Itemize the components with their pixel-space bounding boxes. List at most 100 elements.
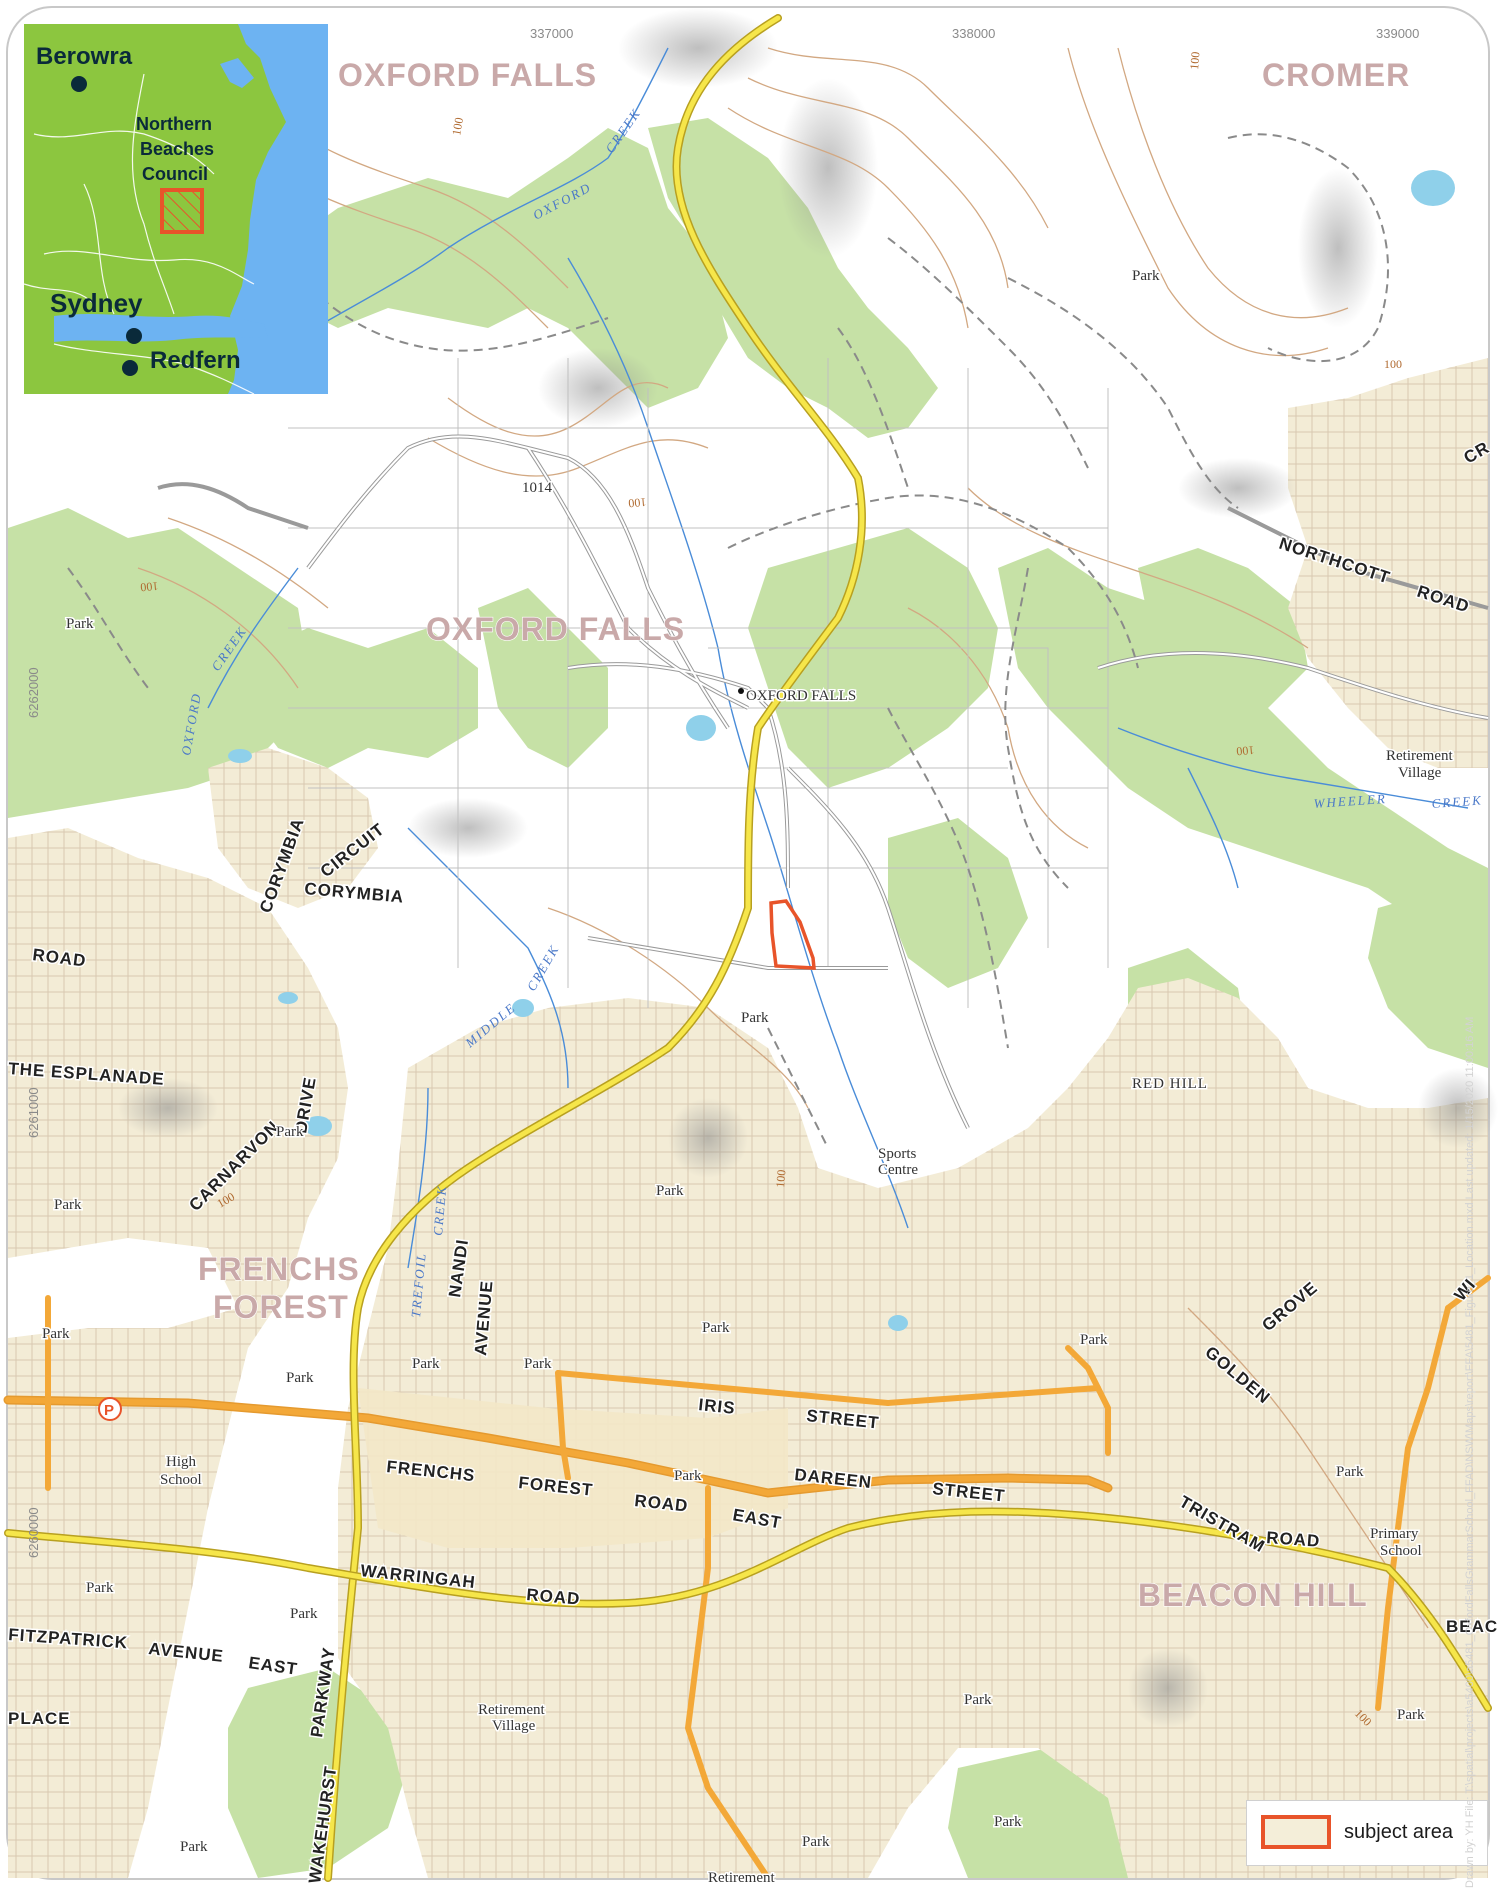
feature-label-school-2: School [1380, 1543, 1422, 1559]
inset-label-northern: Northern [136, 114, 212, 134]
inset-sydney-dot [126, 328, 142, 344]
parking-symbol: P [98, 1397, 122, 1421]
grid-label-left-1: 6262000 [26, 667, 41, 718]
feature-label-centre: Centre [878, 1162, 918, 1178]
feature-label-park-14: Park [1336, 1464, 1364, 1480]
feature-label-sports: Sports [878, 1146, 917, 1162]
contour-label-4: 100 [628, 495, 647, 511]
inset-label-sydney: Sydney [50, 288, 143, 318]
contour-label-3: 100 [1384, 357, 1402, 371]
feature-label-park-4: Park [276, 1124, 304, 1140]
contour-label-1: 100 [449, 116, 466, 136]
place-label-cromer: CROMER [1262, 57, 1410, 93]
legend-label: subject area [1344, 1821, 1453, 1843]
road-label-tristram-road: ROAD [1266, 1528, 1321, 1551]
inset-subject-marker [160, 188, 204, 234]
inset-label-beaches: Beaches [140, 139, 214, 159]
feature-label-park-8: Park [286, 1370, 314, 1386]
file-credit: Drawn by: YH File: T:\spatial\projects\a… [1464, 828, 1484, 1888]
property-boundaries [288, 358, 1109, 1008]
grid-label-top-3: 339000 [1376, 26, 1419, 41]
subject-area-swatch [1261, 1815, 1331, 1849]
feature-label-park-12: Park [674, 1468, 702, 1484]
grid-labels: 337000 338000 339000 6262000 6261000 626… [26, 26, 1419, 1558]
feature-label-park-18: Park [1397, 1707, 1425, 1723]
creek-lines [207, 47, 1469, 1269]
feature-label-retirement-2: Retirement [478, 1702, 545, 1718]
feature-label-park-17: Park [964, 1692, 992, 1708]
inset-redfern-dot [122, 360, 138, 376]
feature-label-park-2: Park [66, 616, 94, 632]
feature-label-retirement-3: Retirement [708, 1870, 775, 1886]
creek-label-wheeler: WHEELER [1313, 791, 1387, 811]
road-label-fitzpatrick-east: EAST [247, 1653, 299, 1679]
road-label-warringah-road: ROAD [526, 1585, 582, 1609]
feature-label-park-20: Park [802, 1834, 830, 1850]
subject-area-boundary[interactable] [769, 899, 816, 970]
place-label-oxford-falls-north: OXFORD FALLS [338, 57, 597, 93]
map-legend: subject area [1246, 1800, 1488, 1866]
grid-label-left-3: 6260000 [26, 1507, 41, 1558]
road-label-corymbia-circuit: CORYMBIA [304, 879, 405, 907]
grid-label-top-2: 338000 [952, 26, 995, 41]
inset-berowra-dot [71, 76, 87, 92]
inset-label-council: Council [142, 164, 208, 184]
feature-label-oxford-falls-locality: OXFORD FALLS [746, 688, 856, 704]
inset-harbour [54, 314, 268, 342]
feature-label-park-10: Park [524, 1356, 552, 1372]
inset-label-berowra: Berowra [36, 43, 133, 70]
feature-label-park-9: Park [412, 1356, 440, 1372]
feature-label-spot-height: 1014 [522, 480, 553, 496]
feature-label-park-16: Park [290, 1606, 318, 1622]
inset-inlet [220, 58, 254, 88]
creek-label-trefoil-creek: CREEK [430, 1184, 449, 1236]
inset-locator-map[interactable]: Berowra Northern Beaches Council Sydney … [23, 24, 328, 395]
feature-label-park-5: Park [54, 1197, 82, 1213]
feature-label-village-2: Village [492, 1718, 536, 1734]
feature-label-high: High [166, 1454, 197, 1470]
contour-label-2: 100 [1187, 51, 1203, 70]
inset-label-redfern: Redfern [150, 347, 241, 374]
road-label-place: PLACE [8, 1709, 71, 1728]
place-labels: OXFORD FALLS CROMER OXFORD FALLS FRENCHS… [197, 56, 1410, 1613]
feature-label-park-19: Park [994, 1814, 1022, 1830]
highways [4, 14, 1492, 1882]
creek-label-trefoil: TREFOIL [408, 1251, 429, 1318]
file-credit-text: Drawn by: YH File: T:\spatial\projects\a… [1464, 1016, 1476, 1888]
road-label-iris: IRIS [698, 1395, 737, 1418]
contour-label-5: 100 [140, 579, 159, 595]
feature-label-primary: Primary [1370, 1526, 1419, 1542]
feature-label-park-15: Park [86, 1580, 114, 1596]
parking-letter: P [104, 1402, 114, 1419]
creek-label-wheeler-creek: CREEK [1431, 792, 1483, 811]
local-roads-inner [307, 435, 1489, 1129]
feature-label-village: Village [1398, 765, 1442, 781]
water-bodies [228, 170, 1455, 1331]
feature-label-park-11: Park [702, 1320, 730, 1336]
topographic-map[interactable]: 337000 338000 339000 6262000 6261000 626… [3, 8, 1499, 1888]
place-label-oxford-falls-center: OXFORD FALLS [426, 611, 685, 647]
map-frame[interactable]: 337000 338000 339000 6262000 6261000 626… [3, 6, 1499, 1888]
feature-labels: Park Park Park Park Park Park Park Park … [41, 267, 1455, 1888]
feature-label-park-1: Park [1132, 268, 1160, 284]
parking-icon [98, 1397, 122, 1421]
locality-dot [738, 688, 744, 694]
road-label-beac: BEAC [1446, 1617, 1498, 1636]
place-label-beacon-hill: BEACON HILL [1138, 1577, 1368, 1613]
place-label-frenchs: FRENCHS [198, 1251, 360, 1287]
main-roads [3, 1275, 1491, 1881]
feature-label-park-3: Park [741, 1010, 769, 1026]
grid-label-top-1: 337000 [530, 26, 573, 41]
place-label-forest: FOREST [213, 1289, 349, 1325]
feature-label-park-13: Park [1080, 1332, 1108, 1348]
inset-boundaries [23, 73, 255, 395]
grid-label-left-2: 6261000 [26, 1087, 41, 1138]
feature-label-retirement: Retirement [1386, 748, 1453, 764]
contour-label-6: 100 [1236, 743, 1255, 759]
place-label-red-hill: RED HILL [1132, 1076, 1208, 1092]
inset-land [24, 24, 286, 394]
contour-label-8: 100 [773, 1169, 789, 1188]
feature-label-park-7: Park [42, 1326, 70, 1342]
feature-label-school: School [160, 1472, 202, 1488]
feature-label-park-6: Park [656, 1183, 684, 1199]
